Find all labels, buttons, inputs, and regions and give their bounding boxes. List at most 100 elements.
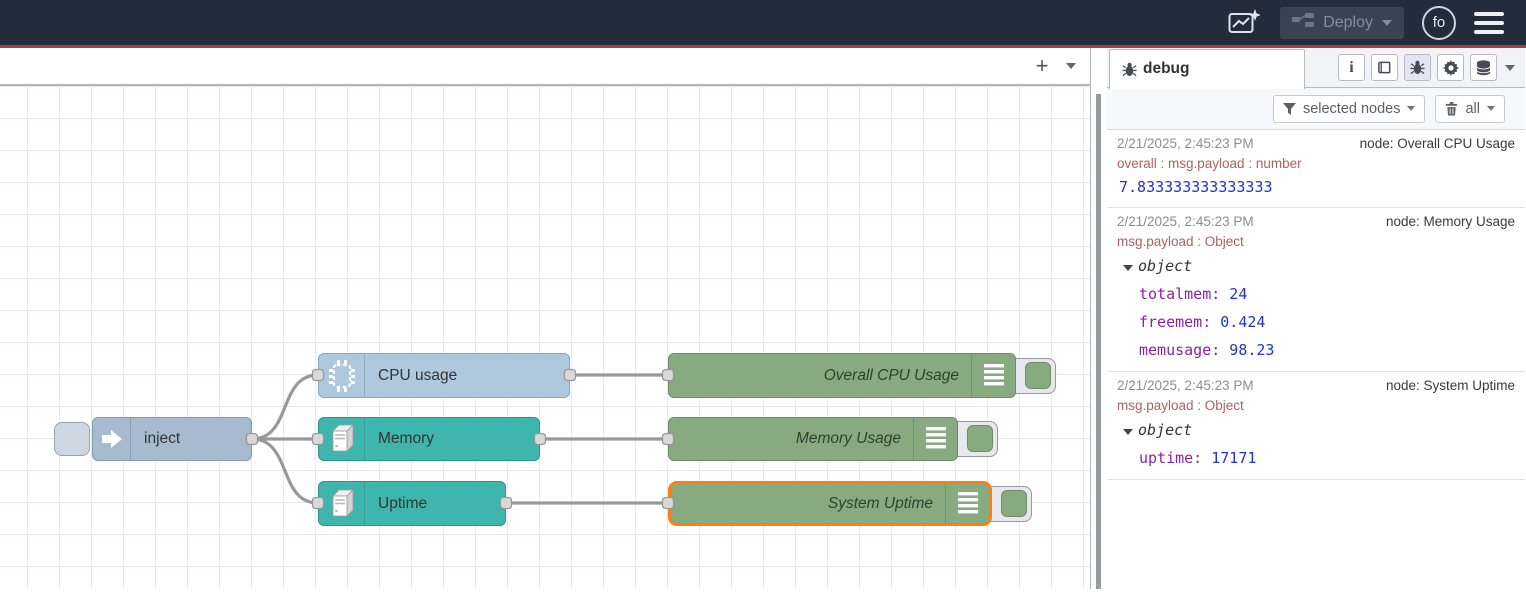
server-icon	[319, 482, 365, 525]
deploy-icon	[1292, 13, 1315, 32]
avatar-initials: fo	[1432, 14, 1446, 31]
entry-key: uptime:	[1139, 449, 1203, 467]
node-label: inject	[144, 430, 181, 447]
object-label: object	[1138, 421, 1193, 439]
filter-nodes-button[interactable]: selected nodes	[1272, 94, 1426, 123]
collapse-caret-icon	[1123, 429, 1133, 435]
node-memusage[interactable]: Memory Usage	[668, 417, 958, 461]
entry-key: memusage:	[1139, 341, 1221, 359]
debug-message-header: 2/21/2025, 2:45:23 PM node: System Uptime	[1117, 376, 1515, 396]
debug-node-name: node: Overall CPU Usage	[1359, 136, 1515, 151]
inject-trigger-button[interactable]	[54, 422, 90, 456]
node-label: Memory	[378, 430, 434, 447]
trash-icon	[1446, 101, 1458, 115]
collapse-caret-icon	[1123, 265, 1133, 271]
filter-label: selected nodes	[1302, 100, 1401, 117]
node-label: System Uptime	[827, 494, 933, 512]
info-icon: i	[1349, 58, 1354, 76]
entry-value: 17171	[1202, 449, 1257, 467]
debug-enable-button[interactable]	[1001, 489, 1027, 517]
entry-key: freemem:	[1139, 313, 1212, 331]
clear-messages-button[interactable]: all	[1435, 94, 1505, 123]
debug-timestamp: 2/21/2025, 2:45:23 PM	[1117, 214, 1254, 229]
debug-object-toggle[interactable]: object	[1117, 416, 1515, 444]
debug-enable-button[interactable]	[967, 425, 993, 452]
debug-list-icon	[945, 484, 989, 523]
node-cpu[interactable]: CPU usage	[318, 353, 570, 398]
debug-node-name: node: System Uptime	[1385, 378, 1515, 393]
debug-node-name: node: Memory Usage	[1385, 214, 1515, 229]
debug-msg-path: overall : msg.payload : number	[1117, 156, 1302, 171]
node-overall[interactable]: Overall CPU Usage	[668, 353, 1016, 398]
info-tab-button[interactable]: i	[1338, 54, 1365, 81]
debug-msg-path: msg.payload : Object	[1117, 234, 1244, 249]
deploy-button[interactable]: Deploy	[1280, 6, 1404, 39]
entry-key: totalmem:	[1139, 285, 1221, 303]
deploy-caret-icon[interactable]	[1382, 19, 1392, 26]
sidebar-tabbar: debug i	[1107, 48, 1525, 89]
debug-enable-button[interactable]	[1025, 361, 1051, 389]
flow-sparkle-icon[interactable]	[1226, 7, 1262, 39]
deploy-label: Deploy	[1323, 13, 1373, 31]
debug-value: 7.833333333333333	[1119, 178, 1273, 196]
debug-list-icon	[913, 418, 957, 460]
flow-list-caret-icon[interactable]	[1066, 63, 1076, 69]
gear-icon	[1442, 59, 1459, 76]
chip-icon	[319, 354, 365, 397]
debug-message[interactable]: 2/21/2025, 2:45:23 PM node: System Uptime…	[1107, 372, 1525, 480]
entry-value: 0.424	[1211, 313, 1266, 331]
node-uptime[interactable]: Uptime	[318, 481, 506, 526]
book-icon	[1378, 61, 1391, 74]
object-entry: uptime: 17171	[1117, 444, 1515, 472]
inject-arrow-icon	[93, 418, 131, 460]
debug-object-toggle[interactable]: object	[1117, 252, 1515, 280]
clear-caret-icon	[1487, 106, 1495, 111]
object-label: object	[1138, 257, 1193, 275]
config-tab-button[interactable]	[1437, 54, 1464, 81]
debug-tab-button[interactable]	[1404, 54, 1431, 81]
app-header: Deploy fo	[0, 0, 1526, 48]
bug-icon	[1122, 62, 1137, 76]
user-avatar[interactable]: fo	[1422, 5, 1456, 40]
wire[interactable]	[250, 437, 320, 505]
node-label: Overall CPU Usage	[823, 366, 959, 384]
tab-debug[interactable]: debug	[1109, 48, 1305, 89]
menu-icon[interactable]	[1474, 11, 1504, 35]
sidebar-tool-buttons: i	[1338, 54, 1497, 81]
node-sysuptime[interactable]: System Uptime	[668, 481, 992, 526]
context-tab-button[interactable]	[1470, 54, 1497, 81]
wire[interactable]	[250, 373, 320, 441]
debug-toolbar: selected nodes all	[1107, 88, 1525, 130]
sidebar: debug i	[1107, 48, 1525, 589]
server-icon	[319, 418, 365, 460]
debug-timestamp: 2/21/2025, 2:45:23 PM	[1117, 378, 1254, 393]
tab-debug-label: debug	[1143, 60, 1190, 77]
debug-message-list: 2/21/2025, 2:45:23 PM node: Overall CPU U…	[1107, 130, 1525, 589]
sidebar-resize-handle[interactable]	[1096, 94, 1101, 589]
debug-list-icon	[971, 354, 1015, 397]
sidebar-gutter	[1091, 48, 1107, 589]
object-entry: freemem: 0.424	[1117, 308, 1515, 336]
node-label: Uptime	[378, 494, 428, 512]
debug-message-header: 2/21/2025, 2:45:23 PM node: Memory Usage	[1117, 212, 1515, 232]
node-memory[interactable]: Memory	[318, 417, 540, 461]
entry-value: 24	[1220, 285, 1248, 303]
help-tab-button[interactable]	[1371, 54, 1398, 81]
debug-message[interactable]: 2/21/2025, 2:45:23 PM node: Memory Usage m…	[1107, 208, 1525, 372]
database-icon	[1476, 59, 1491, 75]
object-entry: memusage: 98.23	[1117, 336, 1515, 364]
filter-caret-icon	[1407, 106, 1416, 111]
node-inject[interactable]: inject	[92, 417, 252, 461]
filter-icon	[1282, 102, 1296, 115]
sidebar-more-caret-icon[interactable]	[1505, 64, 1515, 71]
bug-icon	[1410, 60, 1425, 75]
add-flow-button[interactable]: +	[1035, 53, 1049, 78]
debug-msg-path: msg.payload : Object	[1117, 398, 1244, 413]
clear-scope-label: all	[1465, 100, 1480, 117]
node-label: Memory Usage	[795, 430, 901, 447]
